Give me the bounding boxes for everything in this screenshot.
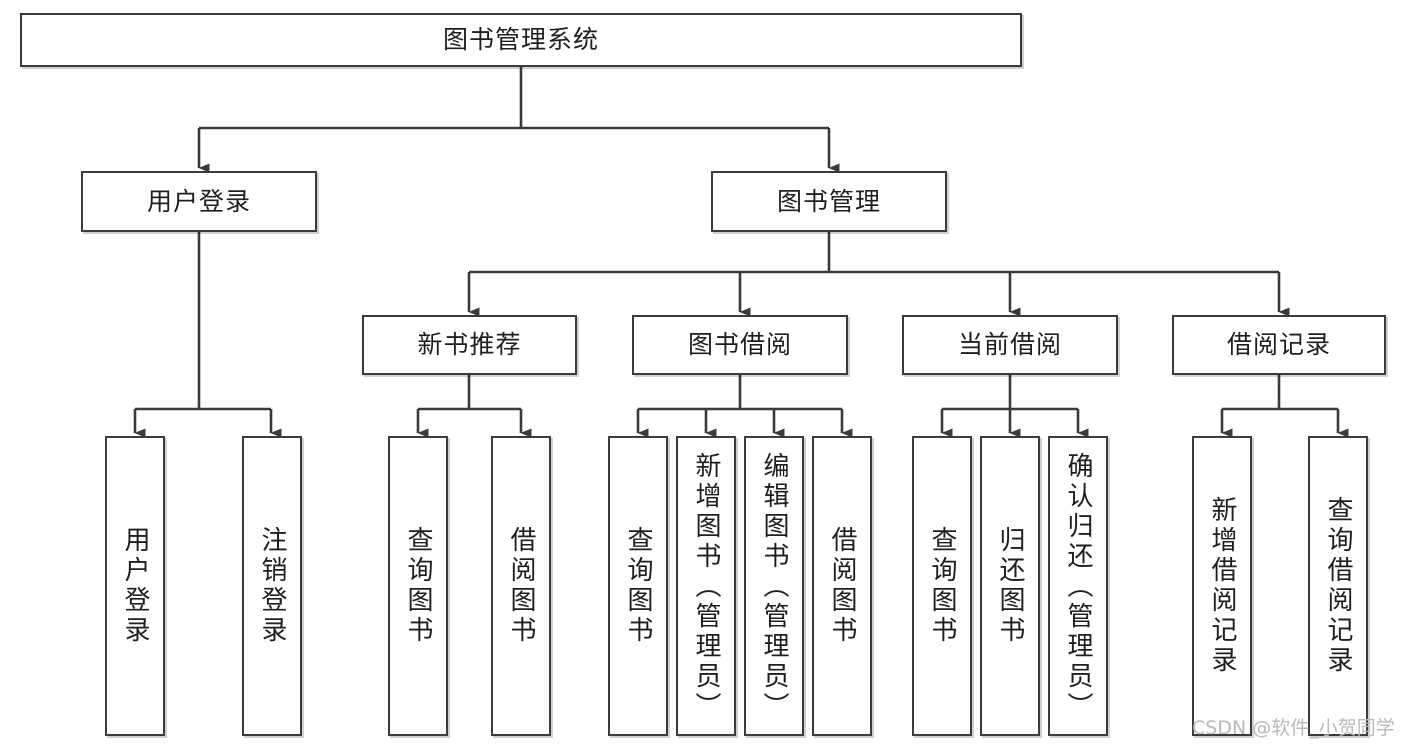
- leaf-return-book[interactable]: 归还图书: [980, 436, 1040, 736]
- node-label: 当前借阅: [957, 330, 1062, 360]
- node-label: 归还图书: [995, 526, 1025, 646]
- leaf-query-book-current[interactable]: 查询图书: [912, 436, 972, 736]
- node-label: 图书借阅: [687, 330, 792, 360]
- node-label: 确认归还（管理员）: [1063, 452, 1093, 722]
- node-new-book-recommendation[interactable]: 新书推荐: [362, 315, 577, 375]
- leaf-logout[interactable]: 注销登录: [242, 436, 302, 736]
- node-label: 用户登录: [120, 526, 150, 646]
- node-label: 新增借阅记录: [1207, 496, 1237, 676]
- leaf-borrow-book[interactable]: 借阅图书: [812, 436, 872, 736]
- node-label: 新书推荐: [417, 330, 522, 360]
- leaf-add-borrow-record[interactable]: 新增借阅记录: [1192, 436, 1252, 736]
- node-label: 编辑图书（管理员）: [759, 452, 789, 722]
- node-label: 借阅记录: [1226, 330, 1331, 360]
- node-label: 新增图书（管理员）: [691, 452, 721, 722]
- leaf-user-login[interactable]: 用户登录: [105, 436, 165, 736]
- leaf-borrow-book-new-book[interactable]: 借阅图书: [491, 436, 551, 736]
- node-label: 图书管理系统: [442, 25, 599, 55]
- node-label: 查询借阅记录: [1323, 496, 1353, 676]
- node-label: 查询图书: [927, 526, 957, 646]
- node-user-login[interactable]: 用户登录: [81, 171, 317, 232]
- node-borrowing-record[interactable]: 借阅记录: [1172, 315, 1386, 375]
- node-book-management[interactable]: 图书管理: [711, 171, 947, 232]
- leaf-edit-book-admin[interactable]: 编辑图书（管理员）: [744, 436, 804, 736]
- leaf-query-book-new-book[interactable]: 查询图书: [388, 436, 448, 736]
- node-label: 图书管理: [776, 186, 881, 216]
- node-label: 注销登录: [257, 526, 287, 646]
- node-label: 用户登录: [146, 186, 251, 216]
- leaf-query-borrow-record[interactable]: 查询借阅记录: [1308, 436, 1368, 736]
- leaf-add-book-admin[interactable]: 新增图书（管理员）: [676, 436, 736, 736]
- node-label: 借阅图书: [827, 526, 857, 646]
- node-label: 查询图书: [623, 526, 653, 646]
- node-book-borrowing[interactable]: 图书借阅: [632, 315, 848, 375]
- node-current-borrowing[interactable]: 当前借阅: [902, 315, 1118, 375]
- leaf-query-book-borrow[interactable]: 查询图书: [608, 436, 668, 736]
- leaf-confirm-return-admin[interactable]: 确认归还（管理员）: [1048, 436, 1108, 736]
- node-root-book-management-system[interactable]: 图书管理系统: [20, 13, 1022, 67]
- node-label: 查询图书: [403, 526, 433, 646]
- node-label: 借阅图书: [506, 526, 536, 646]
